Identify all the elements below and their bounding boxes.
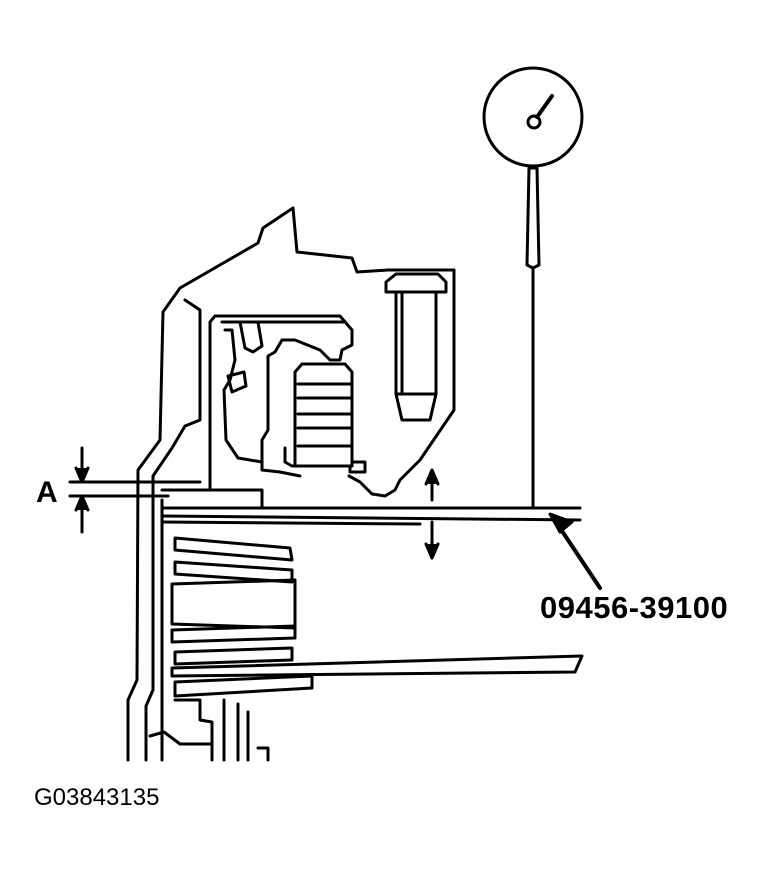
clutch-disc-3 [172,580,295,628]
movement-arrow-down-head [426,544,438,558]
movement-arrow-up-head [426,470,438,484]
movement-arrows [426,470,438,558]
bolt [386,274,446,420]
piston-lip [224,330,262,462]
bolt-head-cap [386,274,446,292]
bolt-shank [396,292,436,394]
clearance-label: A [36,476,58,509]
dial-gauge-needle [537,96,552,117]
clutch-disc-2 [175,562,292,582]
clutch-disc-5 [175,648,292,664]
tool-part-number: 09456-39100 [540,590,729,625]
snap-ring [285,448,365,472]
dial-gauge-hub [528,116,540,128]
drum-hub-detail [258,748,268,760]
reference-plate [162,516,580,524]
housing-outer-wall [128,208,454,760]
tool-leader [550,514,600,588]
pressure-plate [162,490,262,508]
housing-inner-wall [146,300,200,760]
dial-indicator-stem [527,168,539,268]
return-spring [285,364,365,472]
dial-indicator [484,68,582,508]
bolt-tip [396,394,436,420]
clearance-arrow-lower-head [76,496,88,510]
clutch-disc-1 [175,538,292,560]
tool-leader-arrowhead [550,514,572,532]
transmission-housing [128,208,454,760]
clearance-a-dimension [70,448,200,532]
tool-leader-line [560,528,600,588]
clutch-disc-4 [172,626,295,642]
piston-cavity [210,316,352,488]
clutch-disc-6 [175,676,312,696]
clutch-pack [150,490,582,760]
clearance-arrow-upper-head [76,468,88,482]
piston-slot [240,322,262,352]
retainer-groove [228,372,246,392]
drum-hub [150,700,248,760]
figure-code: G03843135 [34,784,160,811]
dial-gauge-face [484,68,582,166]
end-plate [172,656,582,676]
